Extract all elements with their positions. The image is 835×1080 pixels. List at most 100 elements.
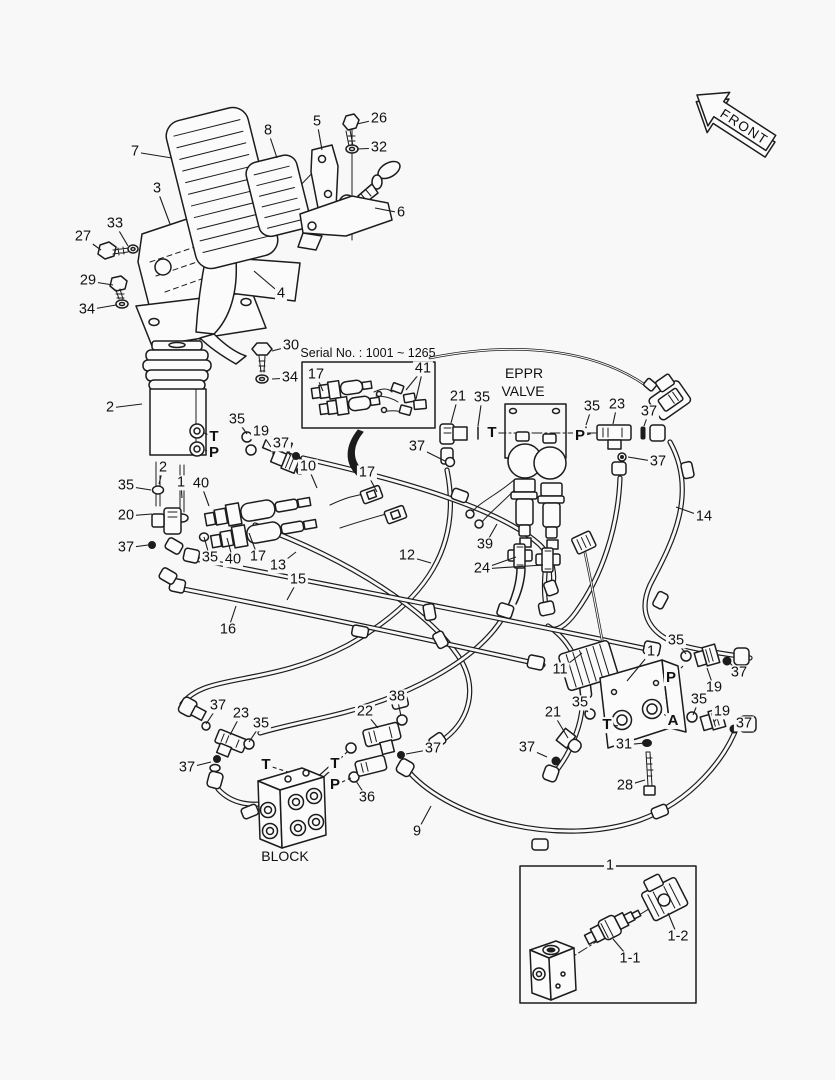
callout-P: P	[327, 776, 343, 794]
tee-22-cluster	[345, 714, 415, 783]
connector-17b	[383, 504, 408, 525]
callout-40: 40	[190, 475, 212, 492]
callout-T: T	[328, 755, 342, 773]
callout-5: 5	[310, 113, 324, 130]
eppr-valve: EPPR VALVE	[439, 365, 692, 620]
callout-26: 26	[368, 110, 390, 127]
callout-P: P	[663, 669, 679, 687]
callout-1: 1	[603, 857, 617, 874]
switch-17b	[209, 518, 318, 549]
master-cylinder	[142, 340, 304, 585]
block-label: BLOCK	[261, 848, 309, 864]
callout-T: T	[600, 716, 614, 734]
callout-P: P	[572, 427, 588, 445]
callout-13: 13	[267, 557, 289, 574]
callout-35: 35	[471, 389, 493, 406]
switch-17a	[203, 496, 312, 527]
callout-37: 37	[422, 740, 444, 757]
bolt-27	[97, 241, 117, 260]
callout-39: 39	[474, 536, 496, 553]
callout-31: 31	[613, 736, 635, 753]
coil-connector	[571, 530, 597, 555]
callout-37: 37	[207, 697, 229, 714]
callout-17: 17	[356, 464, 378, 481]
callout-37: 37	[270, 435, 292, 452]
callout-37: 37	[733, 715, 755, 732]
callout-2: 2	[103, 399, 117, 416]
callout-T: T	[259, 756, 273, 774]
eppr-coil-b	[533, 446, 567, 480]
eppr-label-2: VALVE	[501, 383, 544, 399]
callout-35: 35	[226, 411, 248, 428]
callout-6: 6	[394, 204, 408, 221]
callout-3: 3	[150, 180, 164, 197]
hose-15	[188, 556, 654, 652]
callout-34: 34	[76, 301, 98, 318]
callout-35: 35	[688, 691, 710, 708]
elbow-right	[649, 424, 666, 442]
callout-35: 35	[569, 694, 591, 711]
hose-11	[546, 624, 585, 778]
callout-21: 21	[542, 704, 564, 721]
callout-34: 34	[279, 369, 301, 386]
pedal-arm	[195, 255, 238, 335]
tee-23-bottom	[214, 728, 248, 758]
callout-35: 35	[665, 632, 687, 649]
callout-29: 29	[77, 272, 99, 289]
hose-9	[407, 722, 740, 833]
tee-23-right	[596, 424, 632, 450]
callout-24: 24	[471, 560, 493, 577]
callout-35: 35	[581, 398, 603, 415]
callout-37: 37	[638, 403, 660, 420]
inset-cartridge	[583, 909, 642, 946]
callout-7: 7	[128, 143, 142, 160]
callout-1-1: 1-1	[617, 950, 643, 967]
callout-37: 37	[728, 664, 750, 681]
leader-line	[481, 564, 544, 570]
inset-block	[529, 940, 577, 1001]
callout-21: 21	[447, 388, 469, 405]
callout-30: 30	[280, 337, 302, 354]
callout-22: 22	[354, 703, 376, 720]
bolt-30	[251, 342, 273, 356]
callout-11: 11	[550, 661, 570, 678]
serial-label: Serial No. : 1001 ~ 1265	[300, 346, 435, 360]
block-cluster: BLOCK	[177, 696, 327, 864]
bolt-26	[342, 113, 360, 131]
callout-23: 23	[230, 705, 252, 722]
tee-24b	[535, 547, 561, 573]
callout-4: 4	[274, 285, 288, 302]
small-pad	[245, 154, 311, 238]
tee-20	[151, 507, 182, 535]
pressure-switches	[198, 484, 408, 549]
lever-assembly	[297, 160, 401, 251]
tee-22	[362, 721, 402, 756]
fitting-21	[555, 727, 582, 753]
harness-cable	[429, 348, 653, 391]
callout-37: 37	[406, 438, 428, 455]
callout-12: 12	[396, 547, 418, 564]
callout-37: 37	[176, 759, 198, 776]
callout-T: T	[485, 424, 499, 442]
callout-1-2: 1-2	[665, 928, 691, 945]
callout-35: 35	[199, 549, 221, 566]
callout-1: 1	[174, 474, 188, 491]
callout-27: 27	[72, 228, 94, 245]
inset-coil	[640, 873, 689, 922]
callout-19: 19	[250, 423, 272, 440]
callout-17: 17	[305, 366, 327, 383]
cartridge-36	[354, 754, 388, 777]
bolt-29	[109, 275, 128, 292]
callout-9: 9	[410, 823, 424, 840]
callout-20: 20	[115, 507, 137, 524]
callout-37: 37	[647, 453, 669, 470]
callout-14: 14	[693, 508, 715, 525]
callout-A: A	[665, 712, 681, 730]
callout-19: 19	[703, 679, 725, 696]
valve-detail-inset	[519, 865, 697, 1004]
callout-19: 19	[711, 703, 733, 720]
callout-16: 16	[217, 621, 239, 638]
connector-17a	[359, 484, 384, 505]
